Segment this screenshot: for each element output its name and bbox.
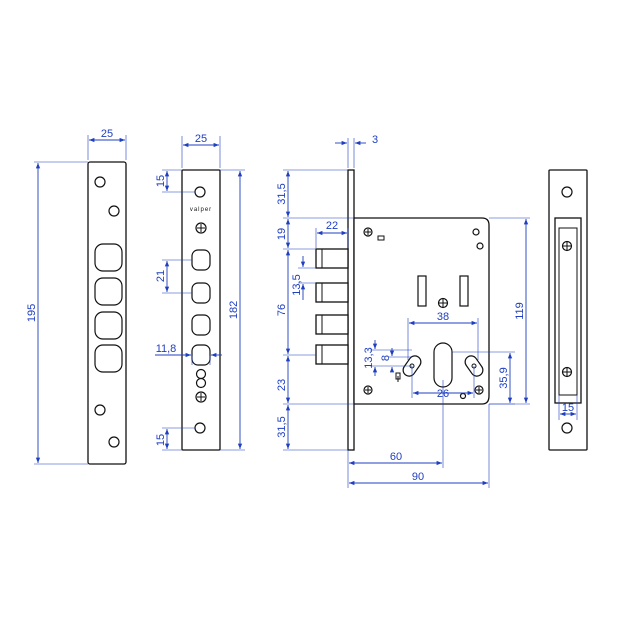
lock-body-dimensions: 3 31,5 19 76 23 31,5 22 13,5 38	[276, 134, 530, 488]
keeper-width-label: 15	[562, 402, 574, 414]
cylinder-height-label: 35,9	[498, 367, 510, 388]
strike-height-label: 195	[26, 304, 38, 322]
top-offset-label: 31,5	[276, 183, 288, 204]
bolt-top-label: 19	[276, 228, 288, 240]
faceplate-bottom-offset-label: 15	[155, 434, 167, 446]
strike-plate	[87, 161, 127, 465]
faceplate-dimensions: 25 15 21 11,8 182 15	[155, 133, 245, 451]
strike-width-label: 25	[101, 128, 113, 140]
keeper-plate	[548, 169, 588, 451]
bolt-span-label: 76	[276, 304, 288, 316]
strike-plate-dimensions: 25 195	[26, 128, 127, 465]
bolt-length-label: 22	[326, 220, 338, 232]
faceplate: valper	[181, 169, 221, 451]
lock-body	[315, 169, 490, 451]
brand-label: valper	[190, 207, 212, 213]
faceplate-spacing-label: 21	[155, 270, 167, 282]
bolt-spacing-label: 13,5	[291, 274, 303, 295]
bottom-offset-label: 31,5	[276, 416, 288, 437]
keeper-dimensions: 15	[558, 395, 578, 420]
cylinder-width-label: 38	[437, 311, 449, 323]
lower-gap-label: 23	[276, 379, 288, 391]
cam-height-2-label: 8	[380, 355, 392, 361]
backset-label: 60	[390, 451, 402, 463]
body-height-label: 119	[514, 302, 526, 320]
faceplate-top-offset-label: 15	[155, 175, 167, 187]
faceplate-width-label: 25	[195, 133, 207, 145]
faceplate-bolt-width-label: 11,8	[156, 343, 177, 355]
depth-label: 90	[412, 471, 424, 483]
cam-height-1-label: 13,3	[363, 347, 375, 368]
plate-thickness-label: 3	[372, 134, 378, 146]
faceplate-height-label: 182	[228, 301, 240, 319]
